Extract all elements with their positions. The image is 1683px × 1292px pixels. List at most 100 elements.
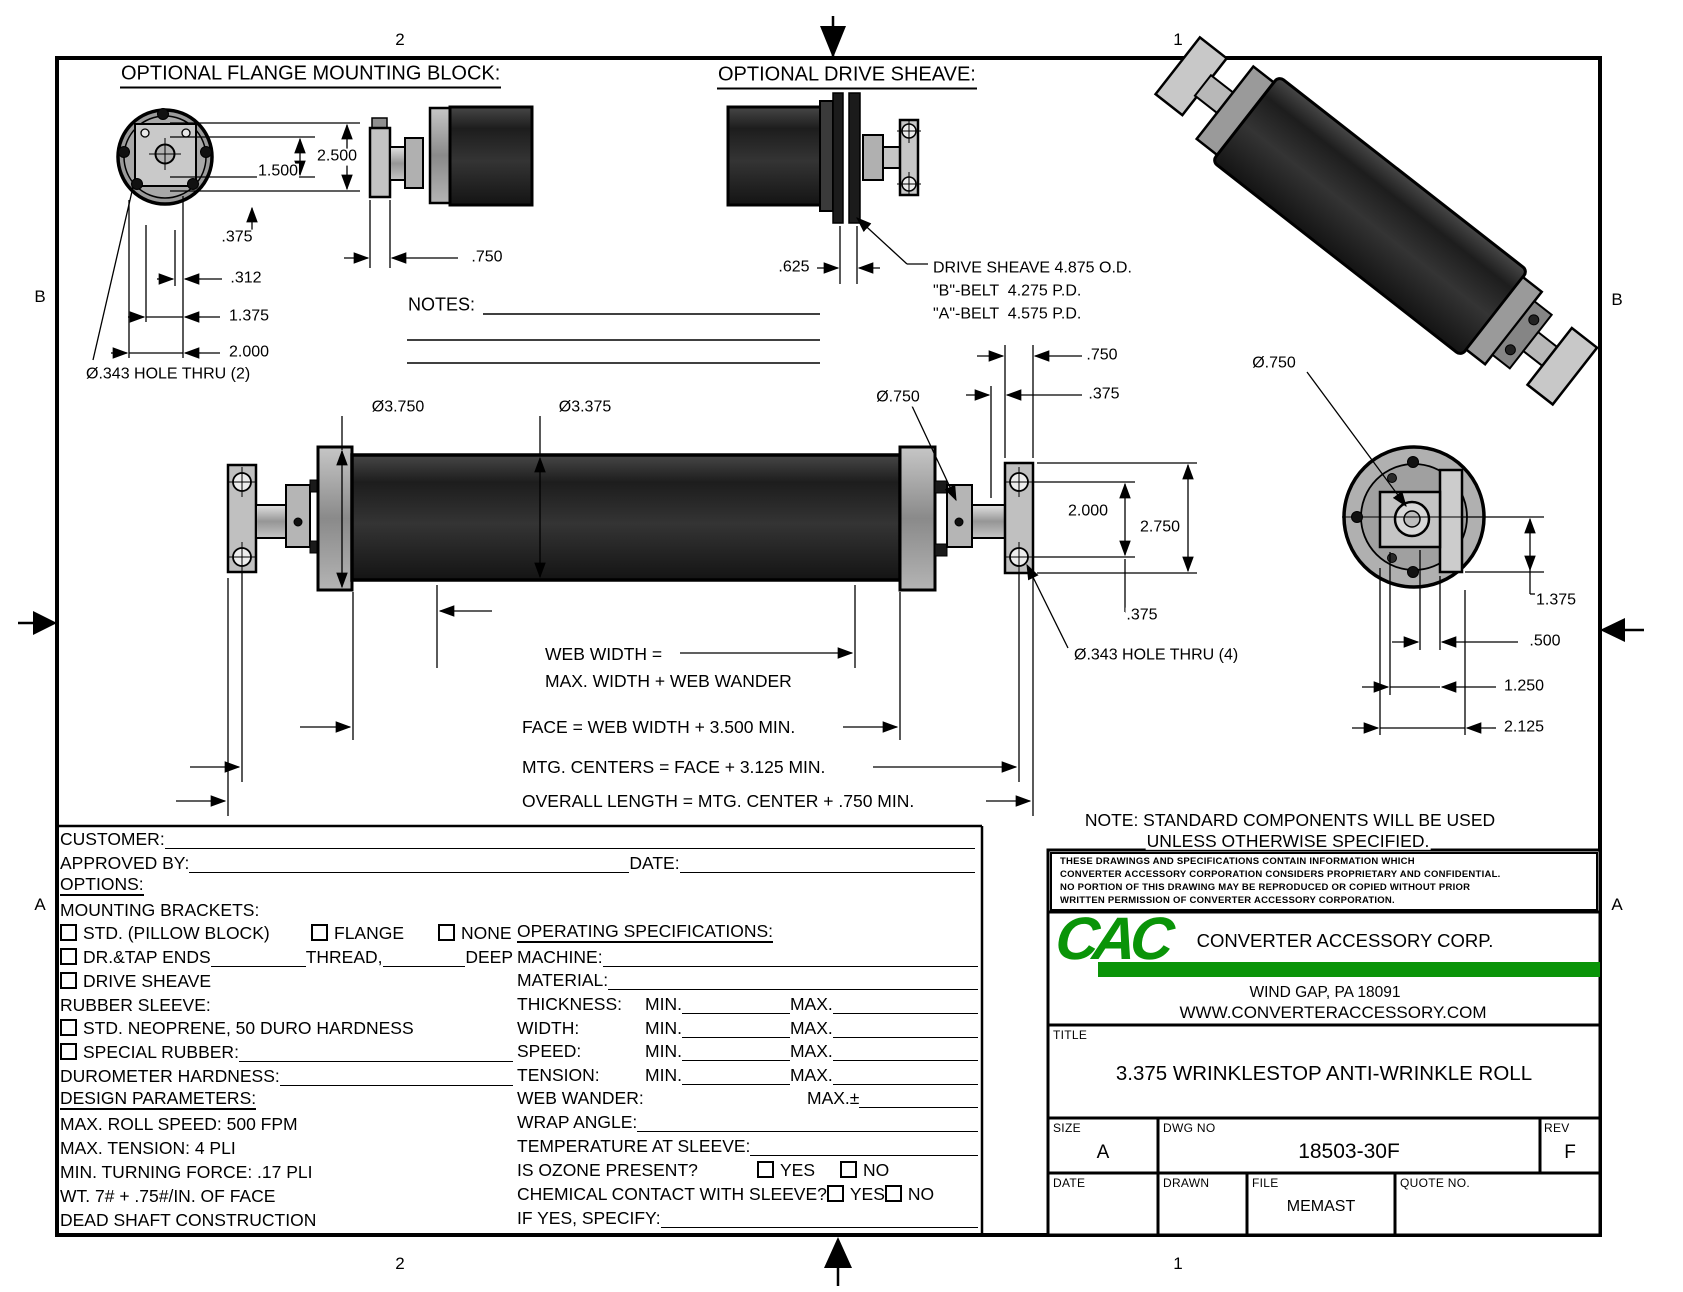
callout-a-belt: "A"-BELT 4.575 P.D. bbox=[932, 305, 1083, 324]
form-label: DR.&TAP ENDS bbox=[83, 947, 211, 967]
flange-side-view bbox=[368, 105, 534, 207]
blank-field[interactable] bbox=[637, 1116, 978, 1132]
zone-label-top-right: 1 bbox=[1173, 30, 1183, 49]
dim-2750-block: 2.750 bbox=[1138, 518, 1182, 537]
form-label: MIN. TURNING FORCE: .17 PLI bbox=[60, 1162, 313, 1182]
form-label: YES bbox=[780, 1160, 816, 1180]
form-label: MAX. ROLL SPEED: 500 FPM bbox=[60, 1114, 298, 1134]
checkbox[interactable] bbox=[840, 1161, 857, 1178]
blank-field[interactable] bbox=[608, 974, 978, 990]
form-label: MAX. TENSION: 4 PLI bbox=[60, 1138, 236, 1158]
blank-field[interactable] bbox=[832, 1045, 978, 1061]
blank-field[interactable] bbox=[382, 951, 466, 967]
blank-field[interactable] bbox=[279, 1070, 513, 1086]
blank-field[interactable] bbox=[681, 998, 790, 1014]
form-row: RUBBER SLEEVE: bbox=[60, 994, 513, 1015]
dim-2125-end: 2.125 bbox=[1502, 718, 1546, 737]
form-label: SPEED: bbox=[517, 1041, 582, 1061]
blank-field[interactable] bbox=[602, 951, 978, 967]
form-label: MAX. bbox=[789, 1041, 833, 1061]
form-row: DESIGN PARAMETERS: bbox=[60, 1088, 513, 1110]
form-row: IF YES, SPECIFY: bbox=[517, 1207, 978, 1228]
form-label: MAX.± bbox=[807, 1088, 860, 1108]
blank-field[interactable] bbox=[832, 998, 978, 1014]
dim-1250-end: 1.250 bbox=[1502, 677, 1546, 696]
form-label: SPECIAL RUBBER: bbox=[83, 1042, 239, 1062]
blank-field[interactable] bbox=[832, 1022, 978, 1038]
dwg-no-label: DWG NO bbox=[1163, 1121, 1216, 1135]
blank-field[interactable] bbox=[750, 1140, 978, 1156]
checkbox[interactable] bbox=[438, 924, 455, 941]
dim-375-block: .375 bbox=[1087, 385, 1121, 404]
form-row: WEB WANDER:MAX.± bbox=[517, 1087, 978, 1108]
form-row: APPROVED BY:DATE: bbox=[60, 852, 975, 873]
dim-1375-flange: 1.375 bbox=[227, 307, 271, 326]
form-row: WIDTH:MIN.MAX. bbox=[517, 1017, 978, 1038]
note-line-1: NOTE: STANDARD COMPONENTS WILL BE USED bbox=[1083, 809, 1497, 830]
checkbox[interactable] bbox=[60, 972, 77, 989]
form-label: TENSION: bbox=[517, 1065, 600, 1085]
dim-dia-750-end: Ø.750 bbox=[1251, 354, 1297, 373]
blank-field[interactable] bbox=[832, 1069, 978, 1085]
size-value: A bbox=[1096, 1142, 1110, 1163]
form-label: MACHINE: bbox=[517, 947, 603, 967]
form-label: MIN. bbox=[645, 994, 682, 1014]
form-label: NO bbox=[907, 1184, 935, 1204]
checkbox[interactable] bbox=[60, 1043, 77, 1060]
form-label: TEMPERATURE AT SLEEVE: bbox=[517, 1136, 751, 1156]
callout-hole-thru-2: Ø.343 HOLE THRU (2) bbox=[85, 365, 252, 384]
title-label: TITLE bbox=[1053, 1028, 1088, 1042]
checkbox[interactable] bbox=[60, 948, 77, 965]
blank-field[interactable] bbox=[681, 1022, 790, 1038]
dim-dia-3375: Ø3.375 bbox=[557, 398, 613, 417]
blank-field[interactable] bbox=[238, 1046, 513, 1062]
checkbox[interactable] bbox=[757, 1161, 774, 1178]
form-frame-lines bbox=[57, 824, 1602, 1237]
form-label: MIN. bbox=[645, 1041, 682, 1061]
checkbox[interactable] bbox=[311, 924, 328, 941]
blank-field[interactable] bbox=[164, 833, 975, 849]
checkbox[interactable] bbox=[60, 1019, 77, 1036]
rev-label: REV bbox=[1544, 1121, 1570, 1135]
formula-web-width-1: WEB WIDTH = bbox=[544, 643, 664, 664]
form-label: FLANGE bbox=[334, 923, 405, 943]
blank-field[interactable] bbox=[681, 1069, 790, 1085]
form-row: SPEED: MIN. MAX. bbox=[517, 1040, 978, 1061]
checkbox[interactable] bbox=[60, 924, 77, 941]
dim-500-end: .500 bbox=[1528, 632, 1562, 651]
main-roll-view bbox=[226, 445, 1035, 592]
rev-value: F bbox=[1564, 1142, 1576, 1163]
formula-mtg-centers: MTG. CENTERS = FACE + 3.125 MIN. bbox=[521, 756, 827, 777]
blank-field[interactable] bbox=[660, 1212, 978, 1228]
blank-field[interactable] bbox=[679, 857, 975, 873]
checkbox[interactable] bbox=[826, 1185, 844, 1202]
quote-no-label: QUOTE NO. bbox=[1400, 1176, 1471, 1190]
form-row: THICKNESS:MIN.MAX. bbox=[517, 993, 978, 1014]
date-label: DATE bbox=[1053, 1176, 1086, 1190]
form-row: WRAP ANGLE: bbox=[517, 1111, 978, 1132]
checkbox[interactable] bbox=[884, 1185, 902, 1202]
datum-arrow-top-icon bbox=[820, 16, 846, 58]
form-row: DEAD SHAFT CONSTRUCTION bbox=[60, 1209, 513, 1230]
dim-2000-flange: 2.000 bbox=[227, 343, 271, 362]
blank-field[interactable] bbox=[859, 1092, 978, 1108]
drawing-title: 3.375 WRINKLESTOP ANTI-WRINKLE ROLL bbox=[1115, 1062, 1533, 1085]
form-row: TEMPERATURE AT SLEEVE: bbox=[517, 1135, 978, 1156]
blank-field[interactable] bbox=[189, 857, 630, 873]
form-row: SPECIAL RUBBER: bbox=[60, 1041, 513, 1062]
drive-sheave-dimensions bbox=[817, 217, 928, 284]
logo-green-bar bbox=[1098, 962, 1600, 977]
blank-field[interactable] bbox=[210, 951, 306, 967]
form-label: APPROVED BY: bbox=[60, 853, 190, 873]
proprietary-line: CONVERTER ACCESSORY CORPORATION CONSIDER… bbox=[1060, 869, 1501, 880]
form-label: DESIGN PARAMETERS: bbox=[60, 1088, 257, 1110]
callout-b-belt: "B"-BELT 4.275 P.D. bbox=[932, 282, 1083, 301]
file-label: FILE bbox=[1252, 1176, 1279, 1190]
form-row: MACHINE: bbox=[517, 946, 978, 967]
form-label: WRAP ANGLE: bbox=[517, 1112, 638, 1132]
form-label: CUSTOMER: bbox=[60, 829, 165, 849]
notes-lines[interactable] bbox=[407, 313, 820, 364]
sheet-border bbox=[55, 56, 1602, 1237]
blank-field[interactable] bbox=[681, 1045, 790, 1061]
